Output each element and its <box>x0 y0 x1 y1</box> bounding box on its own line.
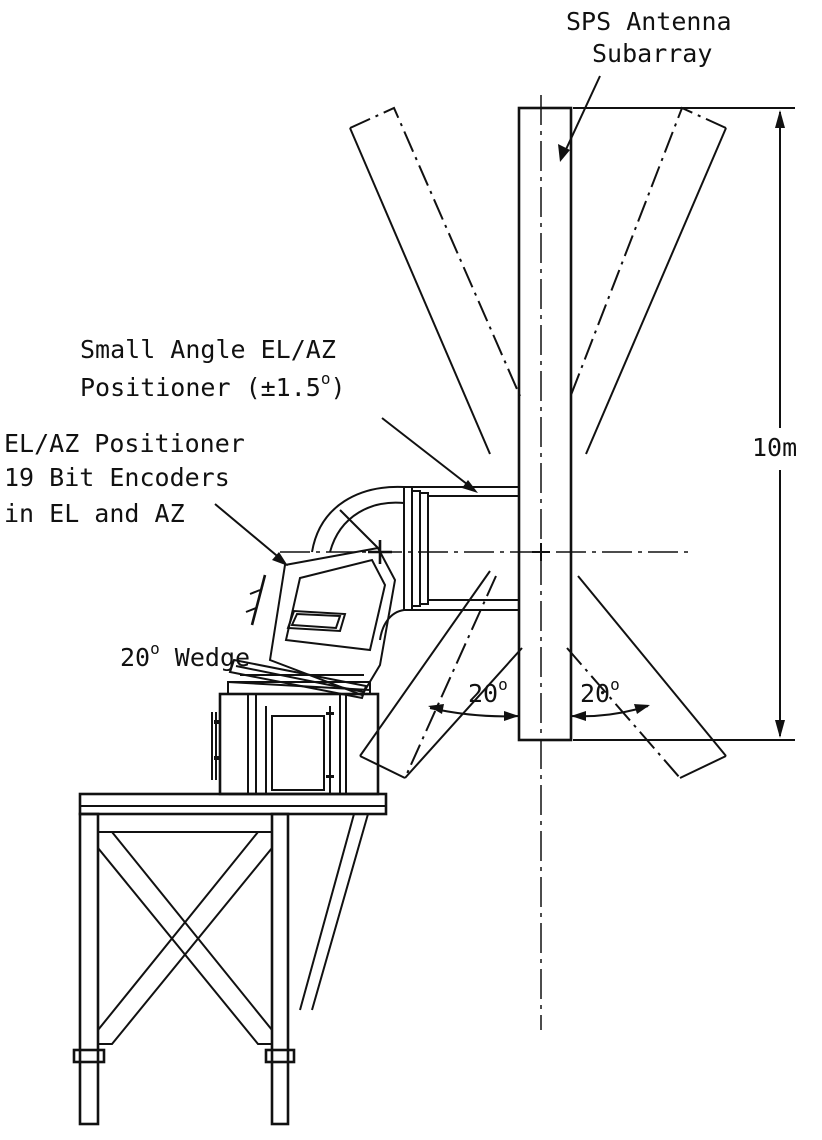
tilt-angle-right <box>570 704 650 721</box>
label-positioner-line2: 19 Bit Encoders <box>4 463 230 492</box>
el-az-positioner-body <box>245 485 405 697</box>
label-tilt-right: 20o <box>580 675 620 708</box>
tilted-subarray-right-lower <box>566 575 727 779</box>
tilted-subarray-left-upper <box>349 106 521 455</box>
label-subarray-line2: Subarray <box>592 39 712 68</box>
label-small-positioner-line2: Positioner (±1.5o) <box>80 369 346 402</box>
positioner-leader <box>214 503 283 561</box>
positioner-base-pedestal <box>211 681 380 796</box>
subarray-leader <box>561 75 601 159</box>
label-positioner-line3: in EL and AZ <box>4 499 185 528</box>
support-stand <box>72 792 388 1126</box>
label-height-dimension: 10m <box>752 433 797 462</box>
panel-center-cross <box>532 543 550 561</box>
label-small-positioner-line1: Small Angle EL/AZ <box>80 335 336 364</box>
height-dimension <box>573 107 795 741</box>
label-tilt-left: 20o <box>468 675 508 708</box>
small-positioner-leader <box>381 417 473 489</box>
tilt-angle-left <box>428 704 520 721</box>
label-subarray-line1: SPS Antenna <box>566 7 732 36</box>
small-angle-positioner-drum <box>403 486 519 611</box>
antenna-subarray-panel <box>517 106 573 742</box>
label-positioner-line1: EL/AZ Positioner <box>4 429 245 458</box>
label-wedge: 20o Wedge <box>120 639 250 672</box>
wedge-plate <box>227 658 371 700</box>
tilted-subarray-right-upper <box>570 106 727 455</box>
